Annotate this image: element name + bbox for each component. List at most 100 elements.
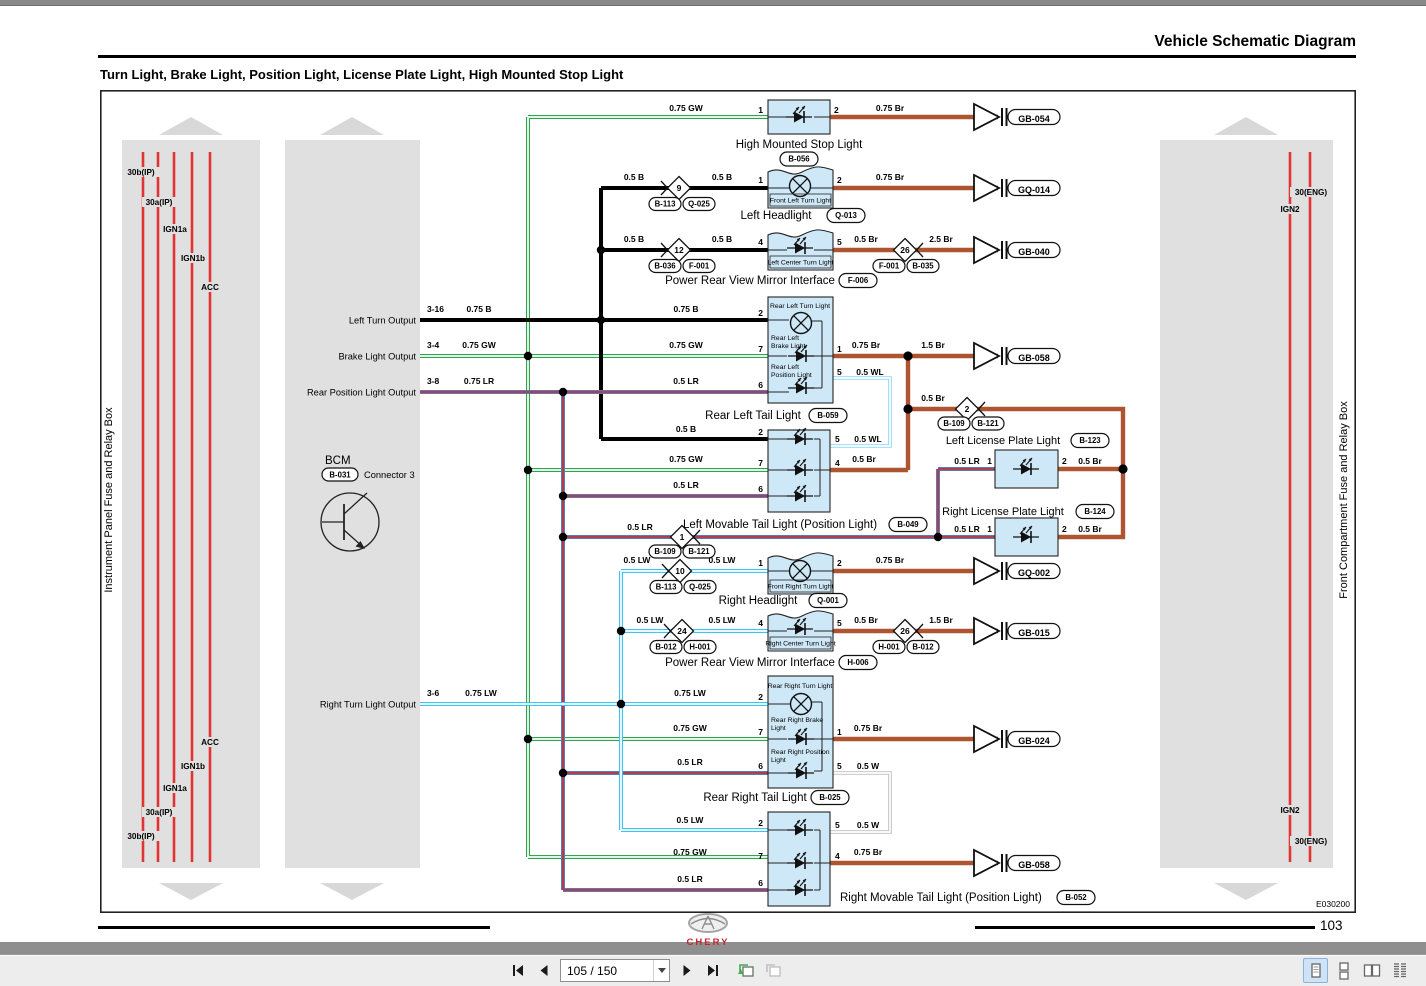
component-right-mirror-interface: Right Center Turn Light 0.5 LW 0.5 LW 4 … — [637, 610, 954, 671]
component-title: Power Rear View Mirror Interface — [665, 275, 835, 287]
sub-component-label: Left Center Turn Light — [768, 260, 834, 267]
component-rear-left-tail-light: Rear Left Turn Light Rear Left Brake Lig… — [669, 296, 946, 424]
component-title: High Mounted Stop Light — [736, 139, 863, 151]
single-page-layout-button[interactable] — [1303, 958, 1328, 983]
next-page-button[interactable] — [675, 960, 697, 982]
panel-title-right: Front Compartment Fuse and Relay Box — [1338, 401, 1350, 599]
wire-label: 0.5 LR — [954, 456, 980, 466]
pin-label: 6 — [758, 761, 763, 771]
part-badge: B-052 — [1065, 893, 1087, 902]
first-page-button[interactable] — [506, 960, 528, 982]
bcm-name: BCM — [325, 455, 351, 467]
wire-label: 0.75 B — [673, 304, 698, 314]
component-title: Power Rear View Mirror Interface — [665, 657, 835, 669]
sub-component-label: Right Center Turn Light — [765, 641, 835, 648]
sub-component-label: Light — [771, 725, 786, 732]
wire-label: 0.5 Br — [921, 393, 945, 403]
sub-component-label: Rear Right Brake — [771, 717, 823, 724]
wire-label: 0.5 LW — [637, 615, 665, 625]
wire-label: 2.5 Br — [929, 234, 953, 244]
wire-label: 0.5 B — [624, 234, 644, 244]
connector-badge: B-012 — [655, 643, 677, 652]
continuous-facing-layout-button[interactable] — [1387, 958, 1412, 983]
pin-label: 1 — [987, 456, 992, 466]
component-left-license-plate-light: Left License Plate Light B-123 0.5 LR 1 … — [946, 432, 1110, 489]
wire-label: 0.5 LW — [709, 555, 737, 565]
fuse-label: ACC — [201, 738, 219, 747]
wire-label: 0.5 LR — [673, 480, 699, 490]
brand-logo: CHERY — [676, 912, 740, 948]
printed-page-number: 103 — [1320, 918, 1343, 933]
wire-label: 0.5 WL — [854, 434, 881, 444]
continuous-layout-button[interactable] — [1331, 958, 1356, 983]
wire-label: 0.5 Br — [854, 615, 878, 625]
bcm-pin: 3-4 — [427, 340, 440, 350]
wire-label: 0.5 LR — [954, 524, 980, 534]
connector-badge: F-001 — [689, 262, 710, 271]
last-page-button[interactable] — [702, 960, 724, 982]
page-title: Vehicle Schematic Diagram — [1154, 33, 1356, 50]
pin-label: 2 — [837, 558, 842, 568]
connector-12: 12 — [660, 237, 692, 263]
bcm-pin: 3-6 — [427, 688, 440, 698]
component-right-headlight: Front Right Turn Light 0.5 LW 0.5 LW 1 2… — [624, 552, 905, 609]
combo-dropdown-button[interactable] — [653, 960, 669, 981]
chery-emblem-icon — [688, 913, 728, 933]
wire-label: 0.75 GW — [669, 454, 704, 464]
pin-label: 6 — [758, 878, 763, 888]
previous-page-button[interactable] — [533, 960, 555, 982]
connector-number: 9 — [677, 183, 682, 193]
bcm-output-label: Right Turn Light Output — [320, 700, 417, 710]
page-number-input[interactable] — [561, 962, 653, 979]
pin-label: 1 — [837, 727, 842, 737]
connector-26-right: 26 — [892, 618, 924, 644]
next-page-icon — [683, 965, 690, 976]
fuse-label: IGN1b — [181, 762, 205, 771]
ground-badge: GQ-014 — [1018, 185, 1050, 195]
page-layout-controls — [1303, 958, 1412, 983]
fuse-label: 30b(IP) — [127, 832, 155, 841]
wire-label: 0.5 LW — [677, 815, 705, 825]
connector-badge: B-012 — [912, 643, 934, 652]
diagram-code: E030200 — [1316, 899, 1350, 909]
fuse-label: ACC — [201, 283, 219, 292]
bcm-module: BCM B-031 Connector 3 Left Turn Output 3… — [285, 117, 498, 900]
connector-badge: Q-025 — [689, 583, 711, 592]
transistor-icon — [320, 492, 380, 552]
fuse-label: IGN1a — [163, 225, 187, 234]
ground-badge: GB-058 — [1018, 353, 1050, 363]
fuse-label: IGN2 — [1280, 806, 1300, 815]
inline-connectors: 9 B-113 Q-025 12 B-036 F-001 26 F-001 B-… — [627, 175, 1005, 655]
ground-badge: GB-024 — [1018, 736, 1050, 746]
facing-layout-button[interactable] — [1359, 958, 1384, 983]
part-badge: B-031 — [329, 471, 351, 480]
bcm-output-label: Brake Light Output — [338, 352, 416, 362]
wire-label: 0.5 LR — [673, 376, 699, 386]
next-view-button[interactable] — [762, 960, 784, 982]
component-title: Right License Plate Light — [942, 506, 1064, 518]
fuse-label: 30(ENG) — [1295, 837, 1328, 846]
junction-dots — [523, 245, 1128, 778]
pin-label: 7 — [758, 458, 763, 468]
pin-label: 5 — [837, 761, 842, 771]
fuse-label: IGN2 — [1280, 205, 1300, 214]
pin-label: 5 — [837, 618, 842, 628]
component-rear-right-tail-light: Rear Right Turn Light Rear Right Brake L… — [673, 675, 883, 806]
pin-label: 5 — [835, 434, 840, 444]
wire-label: 0.5 W — [857, 820, 880, 830]
sub-component-label: Front Right Turn Light — [768, 584, 834, 591]
connector-badge: B-121 — [977, 419, 999, 428]
connector-badge: B-121 — [688, 547, 710, 556]
pin-label: 4 — [758, 618, 763, 628]
part-badge: B-059 — [817, 411, 839, 420]
previous-view-button[interactable] — [735, 960, 757, 982]
pdf-page: Vehicle Schematic Diagram Turn Light, Br… — [0, 6, 1426, 948]
pdf-toolbar — [0, 954, 1426, 986]
fuse-panel-right: 30(ENG) IGN2 IGN2 30(ENG) Front Compartm… — [1160, 117, 1350, 900]
continuous-page-icon — [1338, 961, 1349, 980]
pin-label: 4 — [758, 237, 763, 247]
sub-component-label: Position Light — [771, 372, 812, 379]
part-badge: B-124 — [1084, 507, 1106, 516]
wire-label: 0.5 B — [712, 172, 732, 182]
wire-label: 0.75 GW — [669, 340, 704, 350]
